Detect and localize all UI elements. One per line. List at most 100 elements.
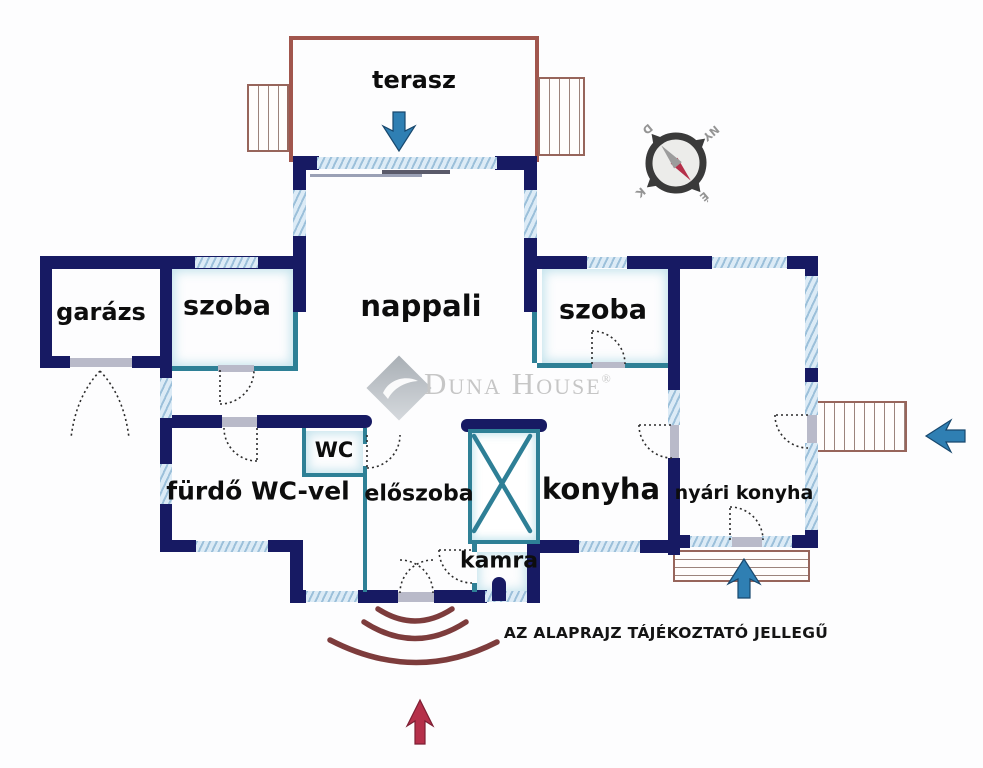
wall-segment (290, 590, 306, 603)
window-segment (690, 536, 732, 547)
main-entrance-arrow-icon (405, 698, 435, 745)
wall-segment (40, 356, 70, 368)
partition-segment (293, 312, 298, 368)
room-label-nappali: nappali (360, 289, 482, 323)
compass-needle-north (670, 157, 691, 181)
compass-label-north: É (697, 189, 711, 204)
door-sill (807, 415, 817, 443)
wall-segment (537, 256, 587, 269)
watermark-swoosh (383, 378, 418, 399)
back-steps (673, 550, 810, 582)
partition-segment (172, 366, 218, 371)
window-segment (762, 536, 792, 547)
wall-segment (524, 156, 537, 190)
compass-needle-south (661, 145, 682, 169)
terrace-stairs-left (247, 84, 289, 152)
partition-segment (537, 363, 592, 368)
partition-segment (532, 312, 537, 363)
compass-icon: É D K NY (633, 121, 722, 204)
side-door-arc (774, 414, 809, 449)
door-sill (398, 592, 434, 602)
window-segment (160, 378, 172, 418)
room-door-arc (219, 369, 255, 405)
room-label-szoba-left: szoba (183, 290, 271, 322)
wall-segment (792, 535, 818, 548)
door-sill (222, 417, 257, 427)
partition-segment (302, 428, 306, 477)
wall-segment (293, 236, 306, 312)
pantry-door-knob (492, 577, 506, 601)
window-segment (317, 157, 497, 169)
wall-segment (290, 540, 303, 603)
garage-door-arc (70, 370, 101, 439)
entrance-signal-arcs (327, 606, 500, 666)
window-segment (668, 390, 680, 425)
room-label-kamra: kamra (459, 548, 539, 574)
terrace-stairs-right (538, 77, 585, 156)
wall-segment (257, 415, 372, 428)
kitchen-door-arc (638, 424, 673, 459)
door-sill (70, 358, 132, 367)
wall-segment (527, 540, 579, 553)
room-label-wc: WC (314, 438, 354, 462)
room-label-garazs: garázs (56, 298, 146, 326)
compass-label-east: K (633, 184, 648, 200)
bathroom-door-arc (223, 427, 258, 462)
window-segment (485, 591, 527, 602)
compass-label-south: D (640, 121, 655, 137)
sliding-door-leaf (382, 170, 450, 174)
wall-segment (293, 156, 306, 190)
door-sill (732, 537, 762, 547)
partition-segment (625, 363, 668, 368)
door-sill (218, 365, 254, 372)
entrance-door-arcs (399, 559, 434, 594)
room-label-nyari-konyha: nyári konyha (674, 482, 814, 504)
terrace-outline (289, 36, 539, 162)
window-segment (579, 541, 640, 552)
partition-segment (254, 366, 298, 371)
window-segment (805, 382, 818, 415)
wall-segment (160, 540, 196, 552)
partition-segment (302, 473, 367, 477)
door-sill (592, 362, 625, 368)
sliding-door-track (310, 174, 422, 177)
watermark-brand: Duna House® (424, 366, 611, 402)
compass-label-west: NY (699, 123, 721, 145)
side-entry-arrow-icon (924, 418, 966, 454)
window-segment (196, 541, 268, 552)
partition-segment (472, 583, 477, 592)
stair-cross-box (468, 429, 540, 544)
wall-segment (40, 256, 52, 368)
wall-segment (640, 540, 677, 553)
watermark-diamond-icon (366, 355, 432, 421)
wall-segment (668, 256, 680, 390)
window-segment (524, 190, 537, 238)
wall-segment (668, 458, 680, 555)
window-segment (587, 257, 627, 268)
registered-mark: ® (601, 371, 611, 386)
window-segment (712, 257, 787, 268)
window-segment (306, 591, 358, 602)
window-segment (160, 464, 172, 504)
wall-segment (160, 415, 222, 428)
wall-segment (461, 419, 547, 432)
wall-segment (160, 368, 172, 378)
door-sill (670, 425, 679, 458)
side-stairs-right (813, 401, 907, 452)
window-segment (293, 190, 306, 236)
wall-segment (527, 540, 540, 603)
window-segment (805, 276, 818, 368)
room-label-eloszoba: előszoba (364, 481, 474, 507)
room-label-furdo: fürdő WC-vel (166, 476, 350, 506)
wall-segment (358, 590, 398, 603)
wall-segment (627, 256, 712, 269)
wall-segment (805, 256, 818, 276)
room-label-konyha: konyha (541, 472, 661, 506)
summer-kitchen-door-arc (729, 506, 764, 541)
window-segment (805, 443, 818, 530)
wall-segment (160, 256, 172, 368)
wall-segment (160, 418, 172, 464)
wall-segment (434, 590, 487, 603)
room-label-terasz: terasz (371, 66, 457, 94)
